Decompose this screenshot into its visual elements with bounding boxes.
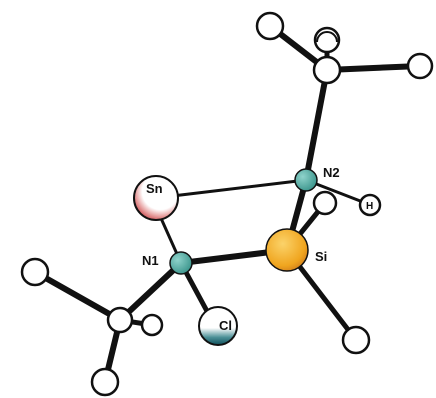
bond-c-top-methyl-right: [324, 63, 423, 73]
bond-n2-c-top: [303, 67, 330, 183]
carbon-atom-top-right: [406, 52, 434, 80]
bond-n1-c-bottom: [117, 260, 184, 323]
carbon-atom-si-up: [312, 190, 338, 216]
nitrogen-atom-n1: [169, 251, 193, 275]
carbon-atom-bottom-down: [90, 367, 120, 397]
label-cl: Cl: [219, 318, 232, 333]
chlorine-atom: [198, 306, 238, 346]
carbon-atom-top-left: [255, 11, 285, 41]
bond-sn-n2: [162, 178, 308, 199]
silicon-atom: [265, 228, 309, 272]
label-h: H: [366, 201, 373, 212]
label-n1: N1: [142, 253, 159, 268]
label-sn: Sn: [146, 181, 163, 196]
label-si: Si: [315, 249, 327, 264]
carbon-atom-c-top: [312, 55, 342, 85]
bond-c-bottom-methyl-left: [32, 269, 123, 323]
label-n2: N2: [323, 165, 340, 180]
carbon-atom-bottom-left: [20, 257, 50, 287]
carbon-shading-arc: [316, 31, 338, 43]
carbon-atom-bottom-right: [140, 313, 164, 337]
nitrogen-atom-n2: [294, 168, 318, 192]
carbon-atom-si-down: [341, 325, 371, 355]
hydrogen-atom: [358, 193, 382, 217]
carbon-atom-c-bottom: [106, 306, 134, 334]
tin-atom: [133, 175, 179, 221]
